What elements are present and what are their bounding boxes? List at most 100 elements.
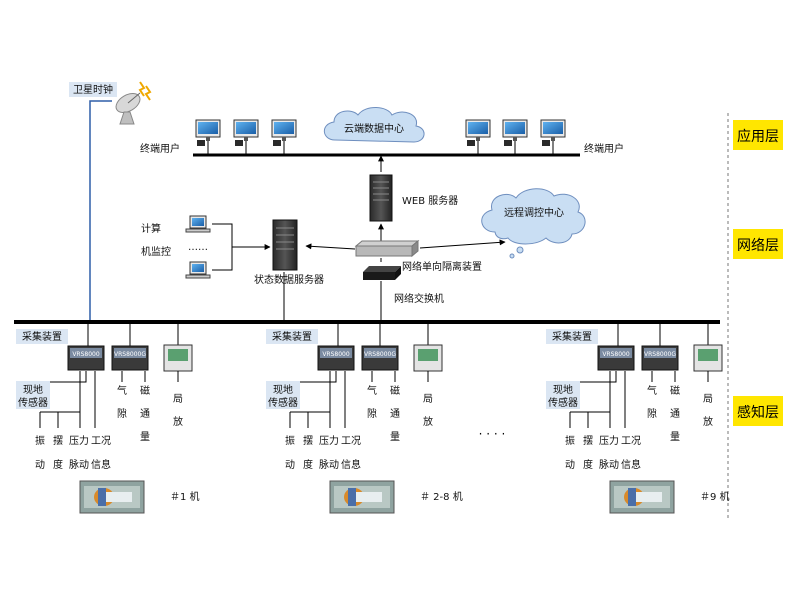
partial-discharge-device-icon	[163, 344, 193, 372]
acquisition-device-a-icon	[317, 345, 355, 371]
device-b-label: VRS8000G	[644, 351, 676, 358]
partial-char2: 放	[703, 415, 713, 428]
remote-control-center-label: 远程调控中心	[504, 206, 564, 219]
isolation-to-remote-link	[419, 239, 506, 249]
acquisition-device-b-icon	[361, 345, 399, 371]
sensor-label-box	[16, 381, 50, 409]
collector-label: 采集装置	[552, 330, 592, 343]
measure-info: 信息	[621, 458, 641, 471]
terminal-monitors	[195, 119, 566, 155]
measure-condition: 工况	[621, 435, 641, 447]
magnetic-char3: 量	[670, 431, 680, 443]
collector-label: 采集装置	[22, 330, 62, 343]
terminal-monitor-icon	[465, 119, 491, 155]
web-server-icon	[369, 174, 393, 222]
device-b-label: VRS8000G	[364, 351, 396, 358]
sensor-branch-line	[300, 371, 337, 383]
layer-perception-bg	[733, 396, 783, 426]
gas-gap-char2: 隙	[367, 407, 377, 420]
measure-info: 信息	[91, 458, 111, 471]
gas-gap-char2: 隙	[117, 407, 127, 420]
cloud-shape-icon	[323, 107, 425, 143]
measure-swing-bottom: 度	[583, 458, 593, 471]
gas-gap-char2: 隙	[647, 407, 657, 420]
satellite-clock-label: 卫星时钟	[73, 83, 113, 96]
acquisition-device-b-icon	[641, 345, 679, 371]
sensor-label-box	[546, 381, 580, 409]
pc-ellipsis: ……	[188, 242, 208, 253]
layer-application-bg	[733, 120, 783, 150]
terminal-monitor-icon	[540, 119, 566, 155]
collector-label-box	[546, 329, 598, 344]
layer-network-bg	[733, 229, 783, 259]
partial-char2: 放	[173, 415, 183, 428]
measure-info: 信息	[341, 458, 361, 471]
cloud-bubble-icon	[516, 246, 524, 254]
measure-swing-bottom: 度	[53, 458, 63, 471]
terminal-monitor-icon	[271, 119, 297, 155]
gas-gap-char1: 气	[367, 384, 377, 397]
pc-bottom-icon	[185, 261, 211, 279]
layer-network: 网络层	[733, 229, 783, 259]
terminal-user-left-label: 终端用户	[140, 142, 180, 155]
device-b-label: VRS8000G	[114, 351, 146, 358]
layer-network-label: 网络层	[737, 238, 779, 254]
partial-char1: 局	[703, 393, 713, 405]
measure-swing-bottom: 度	[303, 458, 313, 471]
measure-pulsation: 脉动	[69, 458, 89, 471]
partial-discharge-device-icon	[413, 344, 443, 372]
measure-pressure: 压力	[69, 434, 89, 447]
sensor-label-line1: 现地	[273, 383, 293, 396]
partial-char2: 放	[423, 415, 433, 428]
satellite-clock-box	[69, 82, 117, 97]
sensor-label-line2: 传感器	[548, 396, 578, 409]
turbine-unit-image	[329, 480, 395, 514]
isolation-to-state-server-link	[305, 243, 356, 250]
terminal-user-right-label: 终端用户	[584, 142, 624, 155]
acquisition-device-a-icon	[597, 345, 635, 371]
measure-vibration-top: 振	[285, 434, 295, 447]
network-switch-label: 网络交换机	[394, 292, 444, 305]
satellite-dish-icon	[115, 81, 152, 125]
sensor-branch-line	[50, 371, 87, 383]
collector-label-box	[266, 329, 318, 344]
device-a-label: VRS8000	[322, 351, 350, 358]
acquisition-device-b-icon	[111, 345, 149, 371]
gas-gap-char1: 气	[647, 384, 657, 397]
sensor-label-line2: 传感器	[18, 396, 48, 409]
measure-vibration-bottom: 动	[565, 459, 575, 471]
machine-label: ＃ 2-8 机	[420, 490, 463, 503]
turbine-unit-image	[609, 480, 675, 514]
magnetic-char3: 量	[390, 431, 400, 443]
isolation-device-label: 网络单向隔离装置	[402, 260, 482, 273]
measure-vibration-top: 振	[565, 434, 575, 447]
measure-vibration-bottom: 动	[285, 459, 295, 471]
web-server-label: WEB 服务器	[402, 194, 458, 207]
remote-control-center: 远程调控中心	[481, 188, 586, 259]
layer-application-label: 应用层	[737, 128, 779, 145]
machine-label: ＃9 机	[700, 490, 730, 503]
sensor-label-line1: 现地	[553, 383, 573, 396]
state-data-server-icon	[272, 219, 298, 271]
computer-monitor-label-line2: 机监控	[141, 245, 171, 258]
magnetic-char1: 磁	[140, 384, 150, 397]
measure-swing-top: 摆	[303, 434, 313, 447]
measure-pressure: 压力	[599, 434, 619, 447]
layer-perception-label: 感知层	[737, 404, 779, 421]
magnetic-char2: 通	[390, 408, 400, 420]
isolation-device-icon	[354, 239, 420, 258]
turbine-unit-image	[79, 480, 145, 514]
sensor-label-box	[266, 381, 300, 409]
magnetic-char3: 量	[140, 431, 150, 443]
measure-condition: 工况	[91, 435, 111, 447]
layer-perception: 感知层	[733, 396, 783, 426]
pc-bracket	[212, 223, 233, 271]
terminal-monitor-icon	[233, 119, 259, 155]
collector-label: 采集装置	[272, 330, 312, 343]
acquisition-device-a-icon	[67, 345, 105, 371]
